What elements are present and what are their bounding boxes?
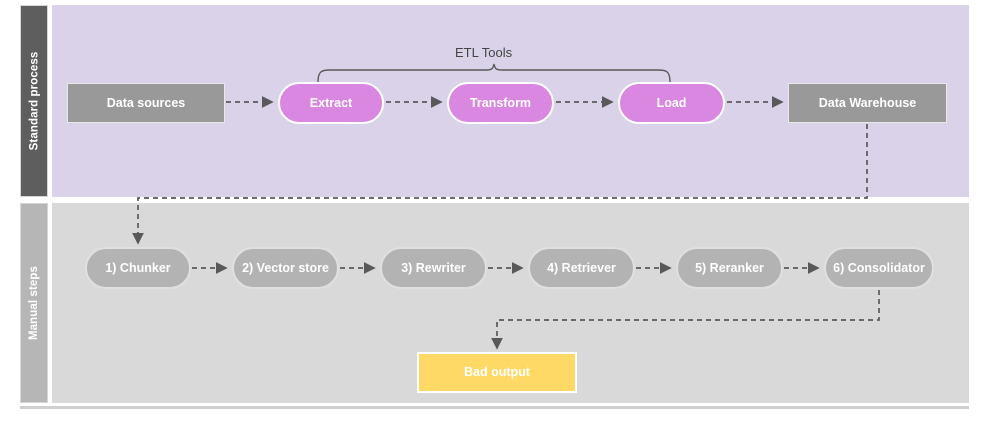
- node-data-sources[interactable]: Data sources: [67, 83, 225, 123]
- node-consolidator[interactable]: 6) Consolidator: [824, 247, 934, 289]
- bottom-divider-rule: [20, 406, 969, 409]
- node-load[interactable]: Load: [618, 82, 725, 124]
- lane-header-standard-process: Standard process: [20, 5, 48, 197]
- node-rewriter[interactable]: 3) Rewriter: [380, 247, 487, 289]
- node-bad-output[interactable]: Bad output: [417, 352, 577, 393]
- etl-tools-label: ETL Tools: [455, 45, 513, 60]
- node-vector-store[interactable]: 2) Vector store: [232, 247, 339, 289]
- node-extract[interactable]: Extract: [278, 82, 384, 124]
- node-reranker[interactable]: 5) Reranker: [676, 247, 783, 289]
- node-chunker[interactable]: 1) Chunker: [85, 247, 191, 289]
- lane-label-manual-steps: Manual steps: [28, 265, 40, 341]
- node-transform[interactable]: Transform: [447, 82, 554, 124]
- node-data-warehouse[interactable]: Data Warehouse: [788, 83, 947, 123]
- node-retriever[interactable]: 4) Retriever: [528, 247, 635, 289]
- lane-header-manual-steps: Manual steps: [20, 203, 48, 403]
- lane-label-standard-process: Standard process: [28, 51, 40, 151]
